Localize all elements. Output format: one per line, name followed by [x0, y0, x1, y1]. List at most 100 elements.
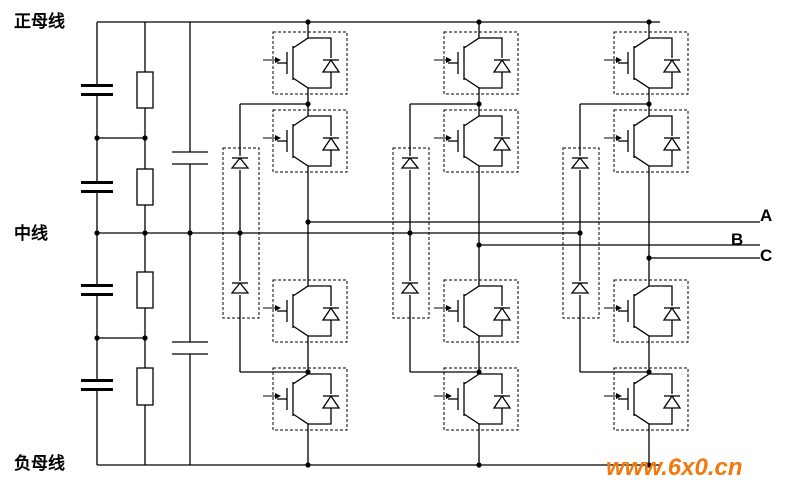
collector-lead — [292, 104, 309, 127]
diode-lead-bottom — [649, 150, 673, 167]
junction-dot — [94, 335, 100, 341]
clamp-dashed-box — [392, 147, 430, 319]
diode-lead-bottom — [308, 408, 332, 425]
emitter-lead — [292, 413, 309, 436]
emitter-lead — [633, 155, 650, 178]
phase-a-leg-igbt-4 — [263, 362, 348, 436]
gate-arrow-head — [275, 135, 281, 141]
phase-b-leg-igbt-4 — [434, 362, 519, 436]
snubber-capacitor-2 — [172, 341, 208, 355]
emitter-lead — [463, 155, 480, 178]
diode-lead-bottom — [479, 408, 503, 425]
diode-lead-top — [649, 285, 673, 306]
diode-lead-top — [308, 285, 332, 306]
cap-plate-top — [81, 84, 113, 87]
cap-plate-bottom — [81, 190, 113, 193]
junction-dot — [187, 230, 193, 236]
balancing-resistor-3 — [136, 271, 154, 309]
junction-dot — [646, 255, 652, 261]
freewheel-diode-triangle — [492, 306, 512, 321]
diode-lead-bottom — [479, 320, 503, 337]
emitter-lead — [463, 413, 480, 436]
diode-lead-top — [479, 373, 503, 394]
module-dashed-box — [443, 279, 519, 343]
gate-arrow-head — [616, 305, 622, 311]
junction-dot — [476, 19, 482, 25]
cap-plate-top — [81, 181, 113, 184]
junction-dot — [94, 135, 100, 141]
phase-b-leg-igbt-3 — [434, 274, 519, 348]
junction-dot — [305, 19, 311, 25]
phase-a-leg-igbt-2 — [263, 104, 348, 178]
diode-lead-bottom — [649, 320, 673, 337]
dc-link-capacitor-1 — [81, 84, 113, 96]
dc-link-capacitor-2 — [81, 181, 113, 193]
balancing-resistor-2 — [136, 168, 154, 206]
emitter-lead — [292, 155, 309, 178]
clamp-diode-triangle — [570, 156, 590, 169]
module-dashed-box — [272, 31, 348, 95]
phase-c-leg-clamp-diodes — [562, 104, 600, 372]
diode-lead-bottom — [479, 72, 503, 89]
balancing-resistor-1 — [136, 71, 154, 109]
junction-dot — [476, 242, 482, 248]
module-dashed-box — [613, 367, 689, 431]
clamp-diode-triangle — [570, 281, 590, 294]
phase-b-leg — [407, 19, 760, 468]
diode-lead-top — [308, 115, 332, 136]
emitter-lead — [292, 77, 309, 100]
emitter-lead — [633, 77, 650, 100]
cap-bg — [172, 342, 208, 354]
diode-lead-top — [649, 37, 673, 58]
phase-b-leg-clamp-diodes — [392, 104, 430, 372]
module-dashed-box — [613, 109, 689, 173]
phase-b-leg-igbt-1 — [434, 26, 519, 100]
emitter-lead — [463, 77, 480, 100]
cap-plate-top — [81, 379, 113, 382]
phase-c-leg — [577, 19, 760, 468]
collector-lead — [633, 26, 650, 49]
phase-b-leg-igbt-2 — [434, 104, 519, 178]
clamp-diode-triangle — [400, 281, 420, 294]
diode-lead-top — [649, 373, 673, 394]
freewheel-diode-triangle — [321, 394, 341, 409]
diode-lead-bottom — [649, 72, 673, 89]
gate-arrow-head — [616, 57, 622, 63]
diode-lead-bottom — [308, 150, 332, 167]
gate-arrow-head — [275, 393, 281, 399]
phase-a-leg-clamp-diodes — [222, 104, 260, 372]
negative-bus-label: 负母线 — [14, 454, 65, 474]
module-dashed-box — [613, 279, 689, 343]
diode-lead-top — [308, 37, 332, 58]
junction-dot — [142, 230, 148, 236]
clamp-diode-triangle — [400, 156, 420, 169]
balancing-resistor-4 — [136, 367, 154, 406]
junction-dot — [646, 462, 652, 468]
emitter-lead — [292, 325, 309, 348]
diode-lead-bottom — [308, 320, 332, 337]
gate-arrow-head — [446, 135, 452, 141]
output-b-label: B — [731, 230, 744, 249]
gate-arrow-head — [446, 57, 452, 63]
freewheel-diode-triangle — [492, 136, 512, 151]
snubber-capacitor-1 — [172, 151, 208, 165]
diode-lead-top — [308, 373, 332, 394]
freewheel-diode-triangle — [321, 136, 341, 151]
cap-bg — [172, 152, 208, 164]
junction-dot — [476, 462, 482, 468]
gate-arrow-head — [446, 305, 452, 311]
diode-lead-bottom — [308, 72, 332, 89]
positive-bus-label: 正母线 — [14, 12, 65, 32]
dc-link-capacitor-4 — [81, 379, 113, 391]
collector-lead — [292, 274, 309, 297]
clamp-diode-triangle — [230, 156, 250, 169]
module-dashed-box — [272, 279, 348, 343]
junction-dot — [94, 230, 100, 236]
cap-plate-bottom — [81, 388, 113, 391]
emitter-lead — [633, 413, 650, 436]
phase-a-leg-igbt-3 — [263, 274, 348, 348]
diode-lead-top — [479, 37, 503, 58]
module-dashed-box — [613, 31, 689, 95]
clamp-dashed-box — [222, 147, 260, 319]
